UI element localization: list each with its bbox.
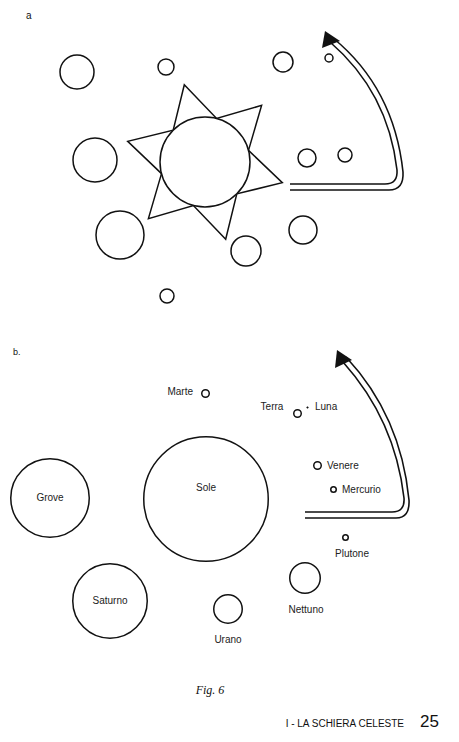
planet-circle	[306, 406, 308, 408]
planet-circle	[325, 54, 333, 62]
planet-circle	[231, 236, 261, 266]
page-number: 25	[420, 712, 439, 732]
panel-letter: b.	[13, 347, 21, 357]
planet-node: Grove	[10, 458, 90, 538]
planet-circle	[330, 486, 336, 492]
planet-circle	[160, 289, 174, 303]
planet-circle	[214, 595, 243, 624]
running-header: I - LA SCHIERA CELESTE	[286, 718, 404, 729]
planet-name: Saturno	[92, 595, 127, 607]
planet-node: Venere	[313, 461, 322, 470]
planet-node: Sole	[143, 436, 269, 562]
arrow-line	[290, 38, 403, 190]
planet-node: Mercurio	[330, 486, 337, 493]
planet-name: Mercurio	[342, 484, 381, 496]
planet-circle	[313, 461, 321, 469]
arrow-line	[305, 357, 409, 518]
planet-name: Marte	[167, 386, 193, 398]
planet-outline	[143, 436, 269, 562]
arrow-head	[322, 31, 340, 48]
planet-circle	[273, 52, 293, 72]
arrow-line	[305, 362, 404, 512]
planet-outline	[201, 389, 210, 398]
planet-circle	[158, 59, 174, 75]
planet-circle	[298, 149, 316, 167]
rotation-arrow	[305, 357, 409, 518]
planet-name: Sole	[196, 482, 216, 494]
planet-circle	[201, 389, 209, 397]
planet-circle	[289, 216, 317, 244]
planet-outline	[306, 406, 309, 409]
planet-circle	[338, 148, 352, 162]
planet-circle	[342, 534, 348, 540]
planet-name: Venere	[327, 460, 359, 472]
planet-circle	[96, 211, 144, 259]
planet-name: Nettuno	[288, 604, 323, 616]
arrow-line	[290, 42, 397, 184]
orbit-sketch	[60, 52, 352, 303]
planet-circle	[290, 563, 321, 594]
planet-circle	[293, 409, 301, 417]
planet-circle	[144, 437, 269, 562]
planet-name: Urano	[214, 634, 241, 646]
planet-circle	[73, 138, 117, 182]
sun-disc	[160, 117, 250, 207]
planet-node: Terra	[293, 409, 302, 418]
planet-name: Terra	[261, 401, 284, 413]
planet-outline	[289, 562, 321, 594]
planet-outline	[342, 534, 349, 541]
figure-caption: Fig. 6	[196, 683, 225, 698]
arrow-head	[335, 350, 352, 368]
planet-outline	[213, 594, 243, 624]
planet-name: Plutone	[335, 548, 369, 560]
planet-node: Luna	[306, 406, 309, 409]
planet-circle	[73, 564, 148, 639]
planet-circle	[11, 459, 90, 538]
rotation-arrow	[290, 38, 403, 190]
planet-outline	[330, 486, 337, 493]
planet-node: Nettuno	[289, 562, 321, 594]
planet-outline	[293, 409, 302, 418]
planet-node: Urano	[213, 594, 243, 624]
panel-letter: a	[26, 10, 32, 21]
planet-circle	[60, 55, 94, 89]
planet-name: Luna	[315, 401, 337, 413]
sun-rays	[128, 85, 283, 240]
planet-node: Marte	[201, 389, 210, 398]
planet-node: Plutone	[342, 534, 349, 541]
planet-name: Grove	[36, 492, 63, 504]
planet-outline	[313, 461, 322, 470]
planet-node: Saturno	[72, 563, 148, 639]
